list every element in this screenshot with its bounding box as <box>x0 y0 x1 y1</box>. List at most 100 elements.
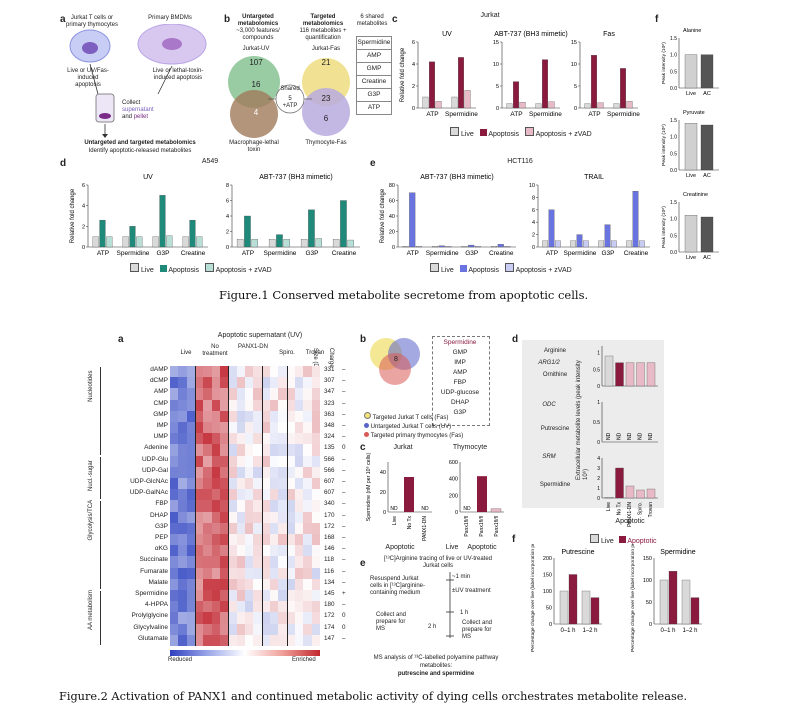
nd-label: ND <box>421 506 429 512</box>
heatmap-cell <box>178 522 187 535</box>
heatmap-cell <box>236 455 246 468</box>
heatmap-cell <box>211 511 221 524</box>
heatmap-cell <box>295 590 304 602</box>
y-tick-label: 0.0 <box>670 168 677 174</box>
figure-2: a Apoptotic supernatant (UV) Live No tre… <box>0 320 799 719</box>
heatmap-cell <box>278 388 287 400</box>
heatmap-cell <box>178 590 187 602</box>
heatmap-cell <box>295 511 304 524</box>
bar <box>468 244 475 248</box>
heatmap-cell <box>228 556 237 568</box>
heatmap-cell <box>311 433 321 445</box>
heatmap-cell <box>286 601 296 613</box>
x-tick-label: No Tx <box>617 502 623 516</box>
fig1-a-bottom-1: Untargeted and targeted metabolomics <box>84 140 196 146</box>
heatmap-cell <box>178 399 187 412</box>
y-tick-label: 0 <box>597 496 600 502</box>
y-tick-label: 0.5 <box>593 420 600 426</box>
heatmap-cell <box>203 511 212 524</box>
nd-label: ND <box>638 432 644 440</box>
heatmap-cell <box>270 377 279 389</box>
heatmap-cell <box>303 410 312 423</box>
fig2-c-bottom-left: Apoptotic <box>385 544 415 551</box>
heatmap-row-label: Glycylvaline <box>133 623 168 631</box>
heatmap-cell <box>211 444 221 456</box>
heatmap-charge-value: – <box>342 601 346 609</box>
heatmap-cell <box>195 590 204 602</box>
y-tick-label: 0 <box>597 384 600 390</box>
heatmap-cell <box>203 478 212 490</box>
heatmap-row-label: PEP <box>154 534 168 541</box>
heatmap-cell <box>220 634 229 647</box>
fig1-a-arrow-right: Live or lethal-toxin-induced apoptosis <box>152 68 204 81</box>
heatmap-cell <box>303 545 312 557</box>
heatmap-cell <box>170 366 179 378</box>
x-tick-label: ATP <box>426 111 438 118</box>
bar <box>276 234 283 248</box>
heatmap-cell <box>228 410 237 423</box>
x-tick-label: Spermidine <box>529 111 562 118</box>
heatmap-cell <box>286 578 296 591</box>
heatmap-cell <box>186 455 196 468</box>
heatmap-cell <box>186 377 196 389</box>
heatmap-cell <box>203 500 212 512</box>
y-tick-label: 0.5 <box>593 367 600 373</box>
heatmap-cell <box>203 444 212 456</box>
bar <box>639 240 645 248</box>
heatmap-cell <box>195 399 204 412</box>
bar <box>625 485 635 499</box>
bar <box>632 191 639 248</box>
bar <box>438 245 445 248</box>
heatmap-cell <box>170 466 179 479</box>
fig1-a-cell-illustration <box>69 24 207 138</box>
heatmap-cell <box>278 489 287 501</box>
heatmap-cell <box>270 578 279 591</box>
heatmap-cell <box>245 634 254 647</box>
heatmap-cell <box>236 545 246 557</box>
heatmap-cell <box>253 500 262 512</box>
heatmap-cell <box>211 388 221 400</box>
legend-live-swatch <box>130 263 139 272</box>
fig1-b-shared-item: Creatine <box>356 75 392 89</box>
heatmap-cell <box>295 399 304 412</box>
fig2-b-list-item: GMP <box>452 349 468 356</box>
heatmap-cell <box>178 422 187 434</box>
figure-1: a Jurkat T cells or primary thymocytes P… <box>0 0 799 310</box>
fig1-b-left-top: Jurkat-UV <box>242 46 270 52</box>
heatmap-row-label: αKG <box>154 545 168 553</box>
heatmap-cell <box>278 578 287 591</box>
heatmap-cell <box>303 601 312 613</box>
heatmap-size-value: 172 <box>324 612 335 620</box>
fig1-panel-a-label: a <box>60 14 66 25</box>
heatmap-cell <box>303 634 312 647</box>
heatmap-cell <box>186 545 196 557</box>
heatmap-cell <box>186 567 196 580</box>
heatmap-cell <box>195 422 204 434</box>
y-tick-label: 1.5 <box>670 36 677 42</box>
heatmap-cell <box>195 534 204 546</box>
heatmap-cell <box>270 366 279 378</box>
heatmap-cell <box>286 623 296 636</box>
heatmap-cell <box>253 399 262 412</box>
heatmap-cell <box>286 522 296 535</box>
y-axis-label: Percentage change over live (label incor… <box>530 544 536 652</box>
y-tick-label: 2 <box>532 233 535 239</box>
heatmap-cell <box>295 567 304 580</box>
heatmap-group-bracket <box>100 591 104 645</box>
fig1-a-arrow-left: Live or UV/Fas-induced apoptosis <box>67 68 109 88</box>
heatmap-cell <box>195 612 204 624</box>
heatmap-cell <box>245 422 254 434</box>
heatmap-cell <box>278 534 287 546</box>
fig2-a-colgroup-spiro: Spiro. <box>279 350 295 356</box>
fig1-panel-e-label: e <box>370 158 376 169</box>
heatmap-row-label: UDP-GalNAc <box>129 489 168 497</box>
heatmap-cell <box>253 377 262 389</box>
heatmap-cell <box>245 366 254 378</box>
fig2-d-bottom: Apoptotic <box>615 518 645 525</box>
legend-apoptosis-swatch <box>159 265 167 272</box>
bar <box>435 101 442 109</box>
fig2-b-legend-item: Untargeted Jurkat T cells (UV) <box>364 423 484 432</box>
bar <box>244 215 251 248</box>
